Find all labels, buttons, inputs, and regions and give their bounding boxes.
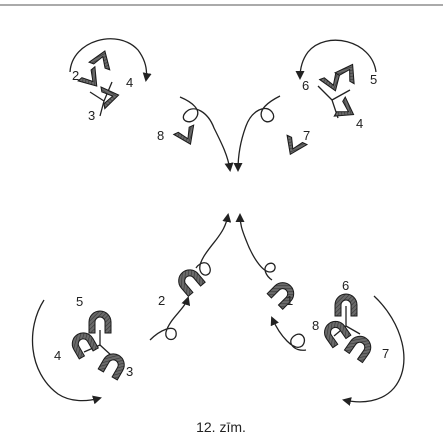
top-right-single: 7 [233, 95, 310, 172]
label: 8 [312, 318, 319, 333]
v-subunit [88, 46, 116, 71]
top-left-flow-arrow [179, 96, 234, 172]
bottom-left-main-arrow [195, 213, 232, 276]
bottom-right-flow-arrow [270, 316, 307, 351]
v-subunit [173, 124, 201, 150]
label: 2 [72, 68, 79, 83]
bottom-left-cluster: 5 4 3 [31, 294, 133, 405]
top-right-cluster-arc [295, 39, 377, 80]
v-subunit [334, 58, 363, 85]
top-left-cluster: 2 4 3 [69, 38, 152, 123]
branch-line [99, 100, 105, 117]
label: 5 [370, 72, 377, 87]
bottom-left-flow-arrow [149, 296, 191, 341]
bottom-right-cluster: 6 8 7 [312, 278, 405, 406]
bottom-right-main-arrow [235, 213, 276, 281]
label: 8 [157, 128, 164, 143]
label: 5 [76, 294, 83, 309]
label: 6 [302, 78, 309, 93]
label: 3 [88, 108, 95, 123]
figure-caption: 12. zīm. [196, 419, 246, 435]
label: 6 [342, 278, 349, 293]
v-subunit [100, 83, 122, 110]
branch-line [317, 85, 333, 101]
bottom-left-single: 2 [149, 213, 232, 341]
top-right-flow-arrow [233, 95, 281, 172]
label: 3 [126, 364, 133, 379]
label: 7 [382, 346, 389, 361]
bottom-right-single: 1 [235, 213, 307, 351]
top-right-cluster: 6 5 4 [295, 39, 377, 131]
label: 4 [126, 75, 133, 90]
bottom-left-cluster-arc [31, 299, 102, 405]
label: 2 [158, 293, 165, 308]
branch-line [345, 325, 361, 335]
branch-line [331, 89, 351, 101]
label: 4 [356, 116, 363, 131]
top-left-single: 8 [157, 96, 234, 172]
label: 7 [303, 128, 310, 143]
bottom-right-cluster-arc [342, 295, 405, 406]
u-subunit [88, 310, 112, 334]
top-left-cluster-arc [69, 38, 152, 82]
branch-line [89, 91, 105, 102]
label: 4 [54, 348, 61, 363]
u-subunit [266, 277, 299, 310]
label: 1 [286, 293, 293, 308]
u-subunit [97, 349, 129, 381]
